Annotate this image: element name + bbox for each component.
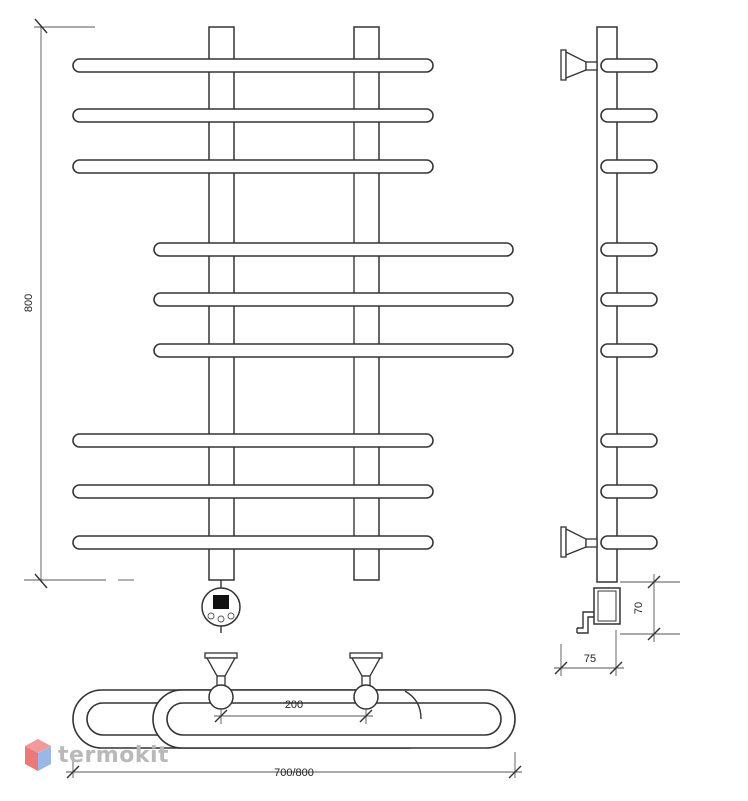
side-bar-7 [600,433,658,448]
top-bracket-left [204,652,238,687]
heater-controller [201,580,241,633]
side-bracket-bottom [560,526,598,558]
spacing-dimension: 200 [214,699,373,724]
side-bar-4 [600,242,658,257]
rail-bar-7 [72,433,434,448]
top-pipe-left [208,684,234,710]
side-bar-8 [600,484,658,499]
rail-bar-1 [72,58,434,73]
brand-logo: termokit [24,738,169,772]
spacing-label: 200 [285,699,303,711]
depth-dimension: 75 [554,630,624,676]
depth-label: 75 [584,653,596,665]
rail-bar-3 [72,159,434,174]
side-bar-5 [600,292,658,307]
front-view: 800 [23,18,514,633]
top-loop-right-inner [166,702,502,736]
rail-bar-4 [153,242,514,257]
top-bracket-right [349,652,383,687]
height-label: 800 [23,294,35,312]
side-bar-9 [600,535,658,550]
side-bar-6 [600,343,658,358]
brand-name: termokit [58,742,170,768]
side-bracket-top [560,49,598,81]
rail-bar-5 [153,292,514,307]
side-bar-3 [600,159,658,174]
rail-bar-2 [72,108,434,123]
cube-icon [25,739,51,771]
side-bar-1 [600,58,658,73]
top-view: 200 700/800 [66,652,522,779]
element-height-label: 70 [633,602,645,614]
rail-bar-9 [72,535,434,550]
side-view: 75 70 [554,26,680,676]
width-dimension: 700/800 [66,752,522,779]
rail-bar-8 [72,484,434,499]
height-dimension: 800 [23,18,134,589]
top-pipe-right [353,684,379,710]
element-height-dimension: 70 [620,574,680,642]
side-bar-2 [600,108,658,123]
rail-bar-6 [153,343,514,358]
width-label: 700/800 [274,767,314,779]
side-heater-box [576,587,621,634]
